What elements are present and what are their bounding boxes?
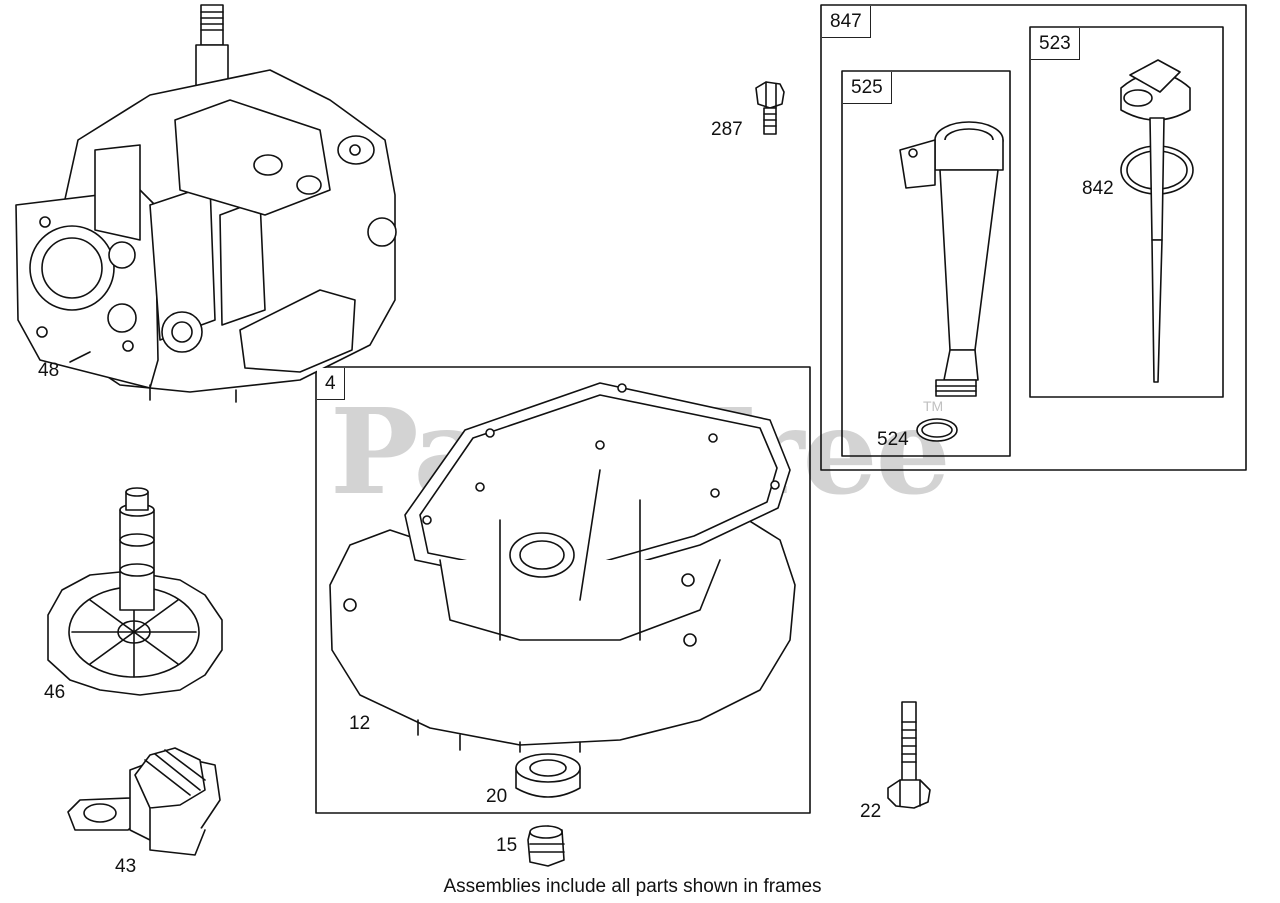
governor-part: [67, 747, 221, 856]
camshaft-part: [47, 487, 223, 696]
frame-523-label: 523: [1031, 28, 1080, 60]
bolt-287-part: [755, 81, 785, 135]
callout-20: 20: [486, 786, 508, 807]
callout-12: 12: [349, 713, 371, 734]
frame-523-box: [1029, 26, 1224, 398]
sump-part: [329, 382, 796, 753]
frame-4-box: [315, 366, 811, 814]
plug-15-part: [527, 825, 565, 867]
assemblies-note: Assemblies include all parts shown in fr…: [443, 876, 822, 897]
cylinder-block-part: [15, 4, 397, 403]
callout-46: 46: [44, 682, 66, 703]
oil-seal-part: [515, 753, 581, 798]
callout-48: 48: [38, 360, 60, 381]
bolt-22-part: [887, 701, 931, 809]
callout-287: 287: [711, 119, 743, 140]
watermark-trademark: TM: [923, 398, 944, 414]
frame-4-label: 4: [317, 368, 345, 400]
frame-847-label: 847: [822, 6, 871, 38]
callout-43: 43: [115, 856, 137, 877]
callout-842: 842: [1082, 178, 1114, 199]
dipstick-tube-part: [899, 121, 1004, 442]
callout-15: 15: [496, 835, 518, 856]
frame-525-label: 525: [843, 72, 892, 104]
callout-22: 22: [860, 801, 882, 822]
callout-524: 524: [877, 429, 909, 450]
frame-525-box: [841, 70, 1011, 457]
frame-847-box: [820, 4, 1247, 471]
dipstick-part: [1120, 59, 1194, 383]
